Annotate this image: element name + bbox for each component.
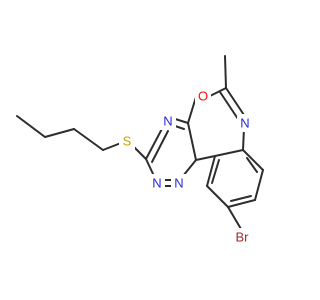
bond-c-ring-o [187,96,197,124]
bond-benzene-3 [254,169,264,201]
bond-butyl-ch3-ch2 [16,115,46,138]
bond-c-br [227,206,242,230]
bond-o-c-methyl [209,87,227,97]
bond-butyl-s [102,142,122,151]
molecule-structure-canvas: S O N N N N Br [16,55,264,246]
bond-benzene-4 [227,199,256,208]
bond-benzene-6 [206,155,216,187]
atom-nitrogen-triazine-left: N [152,176,161,191]
bond-benzene-double-b [230,195,252,202]
bond-c-n-imine [225,87,245,116]
bond-n-c-bottom [182,159,197,177]
bond-benzene-2 [242,149,264,171]
bond-benzene-double-a [246,157,258,173]
atom-bromine: Br [236,230,250,245]
molecule-structure: S O N N N N Br [16,55,264,246]
bond-c-bottom-benzene [195,155,216,161]
atom-labels: S O N N N N Br [119,87,254,246]
atom-oxygen: O [198,89,208,104]
bond-benzene-5 [206,185,229,208]
bond-butyl-ch2-ch2a [44,128,75,138]
bond-c3-n-top [145,124,165,160]
bond-c-methyl [224,55,227,89]
bond-butyl-ch2-ch2b [73,128,104,151]
bond-benzene-1 [214,149,244,157]
atom-nitrogen-triazine-top: N [163,114,172,129]
atom-sulfur: S [123,134,132,149]
bond-c-n-imine-double [219,91,239,120]
bond-c3-n-lower [145,158,155,177]
bond-lines [16,55,264,230]
atom-nitrogen-triazine-right: N [174,176,183,191]
bond-s-c3 [132,145,147,160]
bond-benzene-double-c [211,159,220,184]
bond-c3-n-top-double [151,130,169,163]
bond-c-bottom-c-ring [187,122,197,161]
atom-nitrogen-imine: N [240,116,249,131]
